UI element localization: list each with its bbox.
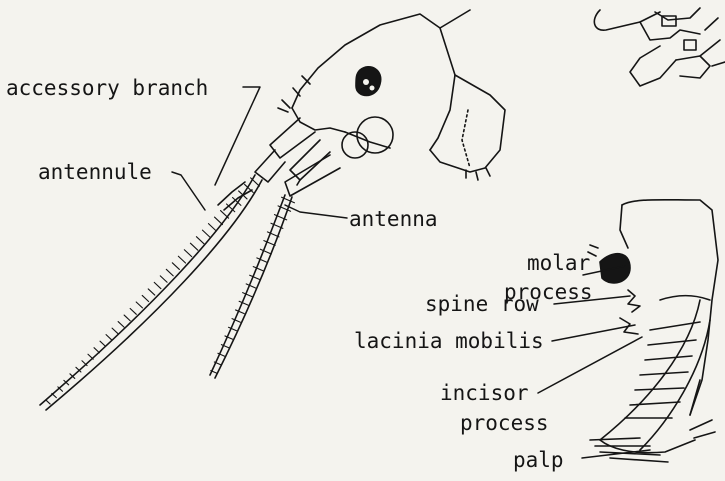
label-accessory-branch: accessory branch <box>6 78 208 99</box>
label-antenna: antenna <box>349 209 438 230</box>
head-drawing <box>255 10 505 196</box>
antennule-setae <box>46 178 260 404</box>
label-antennule: antennule <box>38 162 152 183</box>
leg-drawing <box>594 8 725 86</box>
label-molar: molar <box>527 253 590 274</box>
label-palp: palp <box>513 450 564 471</box>
label-spine-row: spine row <box>425 294 539 315</box>
label-incisor: incisor <box>440 383 529 404</box>
label-incisor-process: process <box>460 413 549 434</box>
antennule-drawing <box>40 175 262 410</box>
label-lacinia-mobilis: lacinia mobilis <box>354 331 544 352</box>
